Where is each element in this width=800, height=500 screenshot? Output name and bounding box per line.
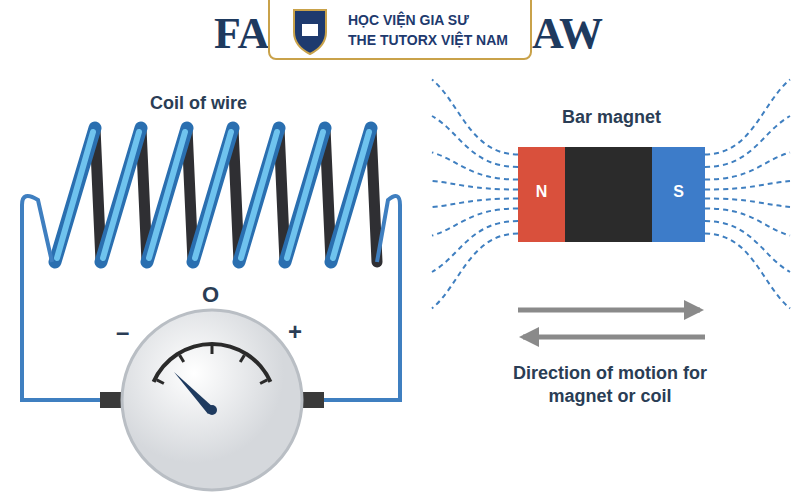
node-text: HỌC VIỆN GIA SƯ xyxy=(348,12,469,28)
field-line xyxy=(432,234,518,309)
field-line xyxy=(432,199,518,208)
coil-front-turn xyxy=(285,128,325,262)
coil-front-turn xyxy=(193,128,233,262)
motion-arrow xyxy=(518,308,700,313)
field-lines xyxy=(432,80,790,309)
field-line xyxy=(432,221,518,272)
north-pole: N xyxy=(518,147,565,242)
galvanometer-body xyxy=(122,310,302,490)
coil-back-turn xyxy=(187,128,193,262)
part-name: Coil of wire xyxy=(150,92,247,115)
coil-front-turn xyxy=(55,128,95,262)
coil-front-turn xyxy=(147,128,187,262)
coil-front-turn xyxy=(331,128,371,262)
field-line xyxy=(705,199,790,208)
galvanometer: O–+ xyxy=(122,310,302,490)
coil-highlight xyxy=(57,132,93,258)
coil-back-turn xyxy=(233,128,239,262)
title-fragment: AW xyxy=(532,6,603,61)
coil-windings xyxy=(55,128,377,262)
field-line xyxy=(432,181,518,190)
coil-back-turn xyxy=(141,128,147,262)
wire xyxy=(22,196,110,400)
field-line xyxy=(705,152,790,179)
field-line xyxy=(432,116,518,167)
field-line xyxy=(705,116,790,167)
bar-magnet: Bar magnetNS xyxy=(518,147,705,242)
node-text: – xyxy=(116,318,129,346)
coil-front-turn xyxy=(101,128,141,262)
field-line xyxy=(432,80,518,155)
south-pole: S xyxy=(652,147,705,242)
node-text: THE TUTORX VIỆT NAM xyxy=(348,32,508,48)
motion-caption: Direction of motion for magnet or coil xyxy=(505,362,715,407)
field-line xyxy=(705,181,790,190)
field-line xyxy=(432,152,518,179)
coil-back-turn xyxy=(325,128,331,262)
logo-shield xyxy=(280,0,340,58)
coil-highlight xyxy=(333,132,369,258)
field-line xyxy=(705,234,790,309)
coil-back-turn xyxy=(371,128,377,262)
field-line xyxy=(705,80,790,155)
node-text: O xyxy=(202,282,219,308)
coil-highlight xyxy=(195,132,231,258)
coil-front-turn xyxy=(239,128,279,262)
coil-highlight xyxy=(241,132,277,258)
motion-arrow xyxy=(523,335,705,340)
coil-back-turn xyxy=(95,128,101,262)
wire xyxy=(315,196,400,400)
coil-back-turn xyxy=(279,128,285,262)
node-text: + xyxy=(288,318,302,346)
node-text: S xyxy=(652,183,705,201)
coil-highlight xyxy=(149,132,185,258)
logo-banner: HỌC VIỆN GIA SƯ THE TUTORX VIỆT NAM xyxy=(268,0,532,60)
title-fragment: FA xyxy=(214,6,269,61)
field-line xyxy=(705,221,790,272)
node-text: Bar magnet xyxy=(518,107,705,128)
coil-highlight xyxy=(287,132,323,258)
node-text: N xyxy=(518,183,565,201)
coil-highlight xyxy=(103,132,139,258)
